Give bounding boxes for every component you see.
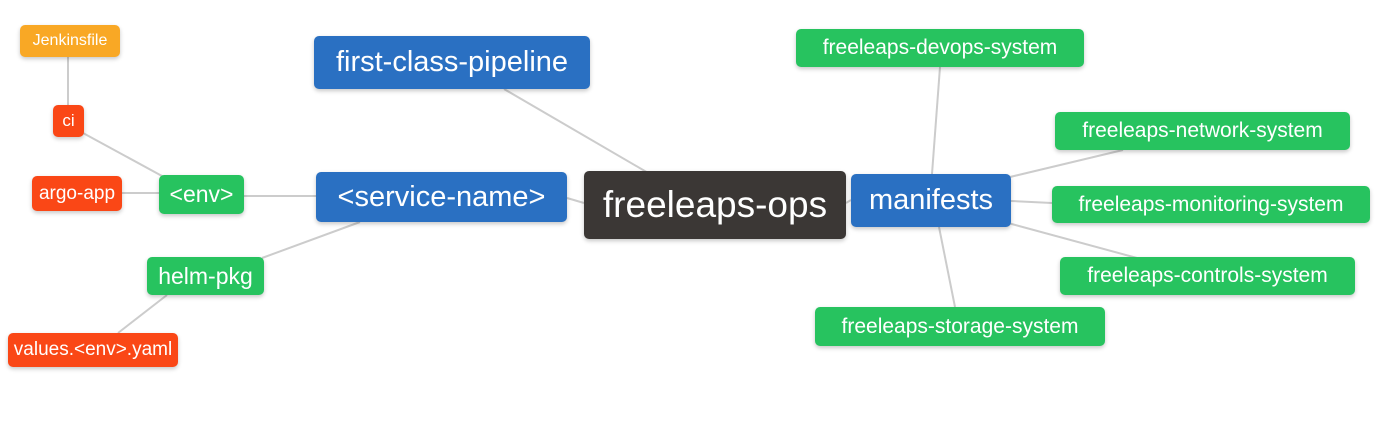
mindmap-node-freeleaps-monitoring-system[interactable]: freeleaps-monitoring-system xyxy=(1052,186,1370,223)
mindmap-node-manifests[interactable]: manifests xyxy=(851,174,1011,227)
edge-manifests-to-freeleaps-controls-system xyxy=(1007,222,1138,259)
mindmap-node-freeleaps-ops[interactable]: freeleaps-ops xyxy=(584,171,846,239)
mindmap-node-env[interactable]: <env> xyxy=(159,175,244,214)
mindmap-node-helm-pkg[interactable]: helm-pkg xyxy=(147,257,264,295)
edge-manifests-to-freeleaps-devops-system xyxy=(931,66,941,175)
mindmap-node-freeleaps-storage-system[interactable]: freeleaps-storage-system xyxy=(815,307,1105,346)
edge-service-name-to-helm-pkg xyxy=(261,221,361,259)
edge-first-class-pipeline-to-freeleaps-ops xyxy=(503,88,651,175)
mindmap-node-first-class-pipeline[interactable]: first-class-pipeline xyxy=(314,36,590,89)
edge-service-name-to-freeleaps-ops xyxy=(566,197,585,204)
mindmap-node-values-env-yaml[interactable]: values.<env>.yaml xyxy=(8,333,178,367)
mindmap-node-ci[interactable]: ci xyxy=(53,105,84,137)
edge-manifests-to-freeleaps-monitoring-system xyxy=(1010,200,1053,204)
mindmap-node-freeleaps-controls-system[interactable]: freeleaps-controls-system xyxy=(1060,257,1355,295)
edge-manifests-to-freeleaps-storage-system xyxy=(938,226,956,308)
edge-helm-pkg-to-values-env-yaml xyxy=(117,294,168,334)
edge-manifests-to-freeleaps-network-system xyxy=(1009,149,1124,178)
edge-ci-to-env xyxy=(82,132,163,177)
mindmap-node-freeleaps-network-system[interactable]: freeleaps-network-system xyxy=(1055,112,1350,150)
mindmap-node-freeleaps-devops-system[interactable]: freeleaps-devops-system xyxy=(796,29,1084,67)
mindmap-node-service-name[interactable]: <service-name> xyxy=(316,172,567,222)
mindmap-node-argo-app[interactable]: argo-app xyxy=(32,176,122,211)
mindmap-node-jenkinsfile[interactable]: Jenkinsfile xyxy=(20,25,120,57)
